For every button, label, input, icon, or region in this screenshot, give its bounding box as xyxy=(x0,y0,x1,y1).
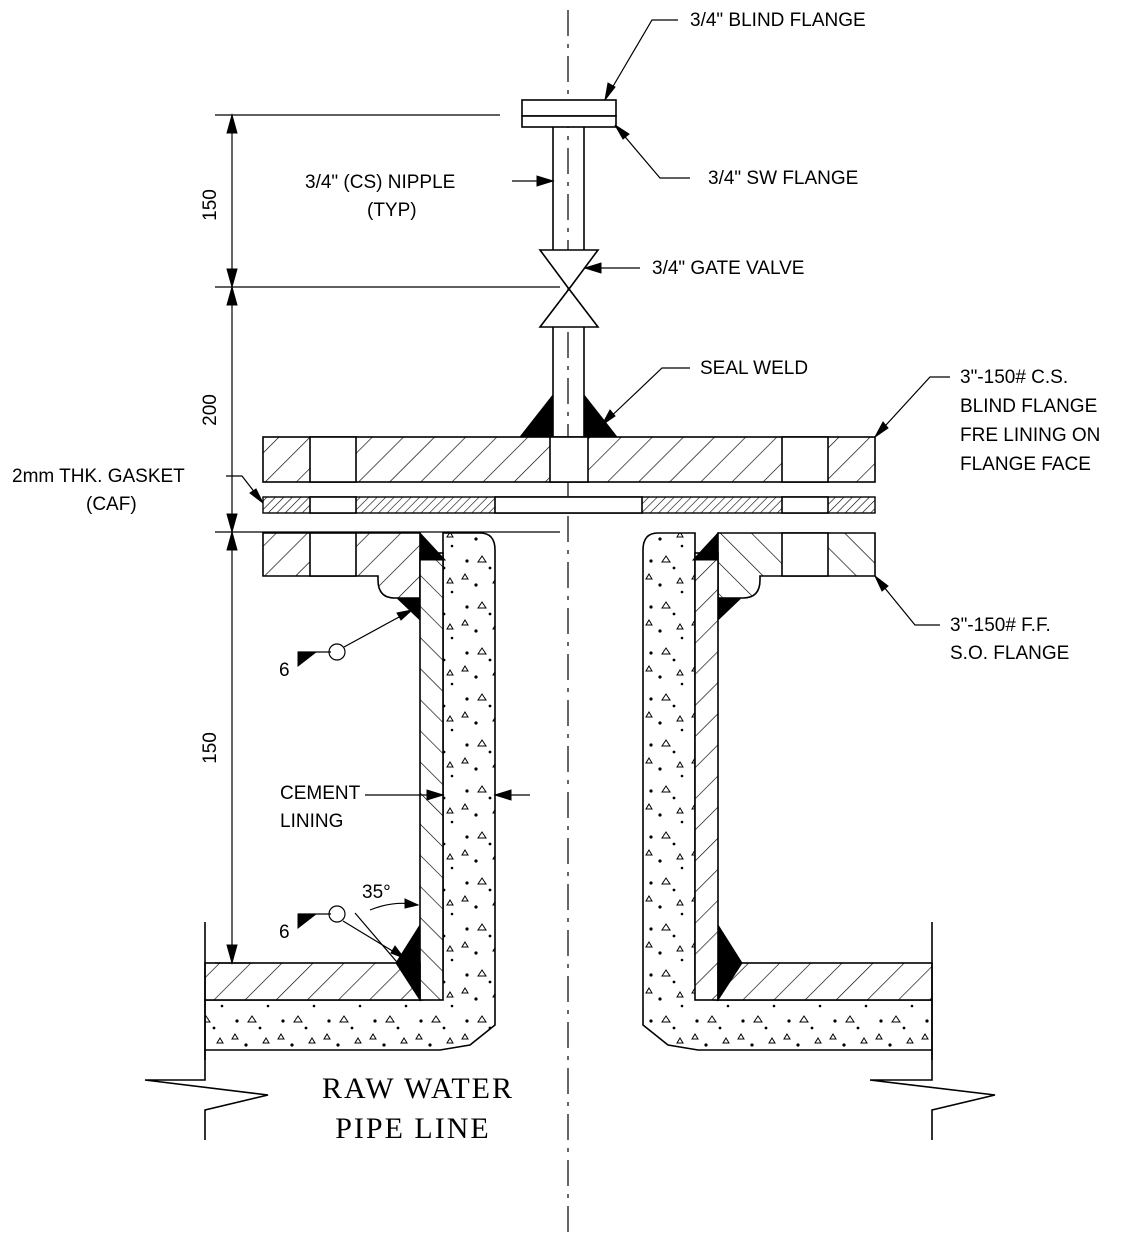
dimension-line xyxy=(215,113,560,965)
weld-symbol-upper xyxy=(297,609,414,668)
label-gate-valve: 3/4" GATE VALVE xyxy=(652,258,804,279)
blind-flange-3in xyxy=(262,436,876,483)
dim-top: 150 xyxy=(200,189,221,221)
gate-valve-symbol xyxy=(538,249,600,328)
label-cement: CEMENT xyxy=(280,783,361,804)
break-line-right xyxy=(869,1050,996,1140)
weld-pipe-right xyxy=(717,923,743,1002)
so-flange-left xyxy=(262,532,421,599)
weld-symbol-lower xyxy=(297,898,420,976)
gasket xyxy=(262,496,876,514)
label-gasket: 2mm THK. GASKET xyxy=(12,466,185,487)
pipe-line-title-2: PIPE LINE xyxy=(335,1112,491,1145)
nozzle-wall-right xyxy=(694,552,719,1001)
weld-angle: 35° xyxy=(362,882,391,903)
weld-flange-right-bottom xyxy=(717,597,743,622)
label-lining: LINING xyxy=(280,811,343,832)
label-so-flange-2: S.O. FLANGE xyxy=(950,643,1069,664)
weld-size-lower: 6 xyxy=(279,922,290,943)
pipe-wall-right xyxy=(717,962,933,1001)
weld-flange-left-top xyxy=(419,531,447,561)
weld-pipe-left xyxy=(395,923,421,1002)
label-blind-flange-4: FLANGE FACE xyxy=(960,454,1091,475)
label-blind-flange-1: 3"-150# C.S. xyxy=(960,367,1068,388)
weld-flange-right-top xyxy=(691,531,719,561)
label-gasket-caf: (CAF) xyxy=(86,494,137,515)
small-blind-flange xyxy=(521,99,617,128)
label-seal-weld: SEAL WELD xyxy=(700,358,808,379)
weld-size-upper: 6 xyxy=(279,660,290,681)
pipe-wall-left xyxy=(204,962,421,1001)
dim-bottom: 150 xyxy=(200,732,221,764)
so-flange-right xyxy=(717,532,876,599)
label-blind-flange-3: FRE LINING ON xyxy=(960,425,1100,446)
label-blind-flange-2: BLIND FLANGE xyxy=(960,396,1097,417)
weld-flange-left-bottom xyxy=(395,597,421,622)
label-sw-flange: 3/4" SW FLANGE xyxy=(708,168,858,189)
nozzle-wall-left xyxy=(419,552,444,1001)
pipe-line-title-1: RAW WATER xyxy=(322,1072,514,1105)
dim-middle: 200 xyxy=(200,394,221,426)
label-nipple-typ: (TYP) xyxy=(367,200,417,221)
label-blind-flange-small: 3/4" BLIND FLANGE xyxy=(690,10,866,31)
label-nipple: 3/4" (CS) NIPPLE xyxy=(305,172,455,193)
seal-weld-left xyxy=(518,393,554,438)
label-so-flange-1: 3"-150# F.F. xyxy=(950,615,1051,636)
break-line-left xyxy=(144,1050,269,1140)
